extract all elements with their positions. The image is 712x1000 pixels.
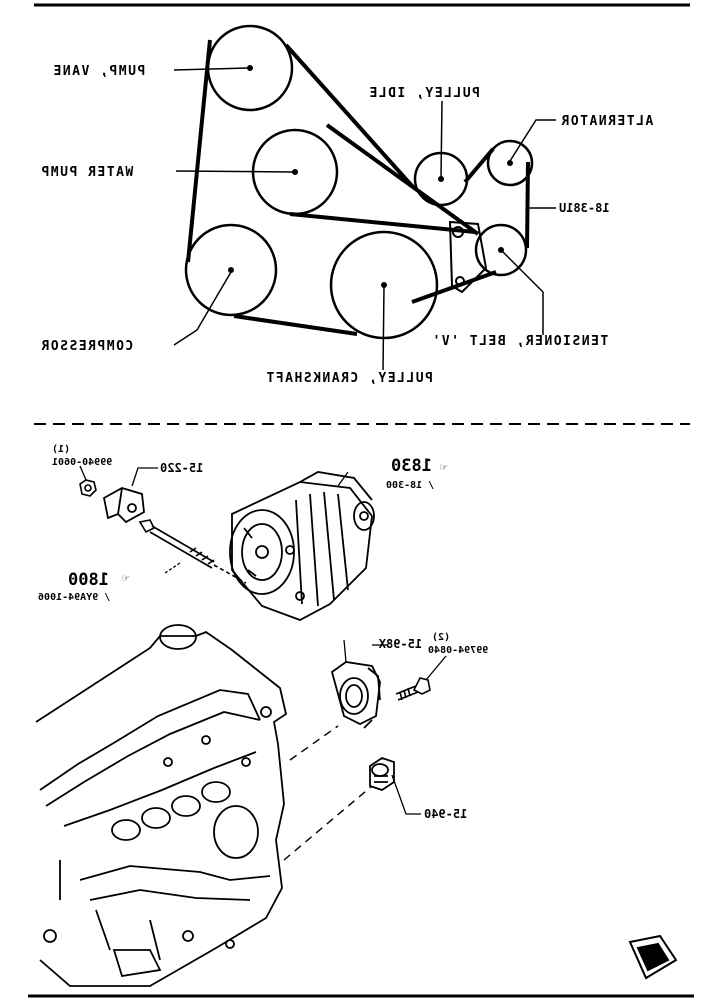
label-stud-ref: 1800 <box>68 570 109 590</box>
thermostat-housing-icon <box>330 661 381 729</box>
leader-lines <box>173 67 556 371</box>
front-direction-icon <box>628 934 678 980</box>
assembly-lines <box>283 725 373 861</box>
label-water-pump: WATER PUMP <box>40 165 133 180</box>
label-belt-part: 18-381U <box>559 201 610 215</box>
label-bracket-code: 15-220 <box>160 461 203 475</box>
label-stud-sub: / 9YA94-1006 <box>38 592 110 603</box>
alternator-pulley <box>486 139 534 187</box>
v-belt <box>186 39 530 336</box>
pump-vane-pulley <box>206 24 294 112</box>
label-alternator: ALTERNATOR <box>560 114 653 129</box>
tensioner-pivot-top <box>452 226 464 238</box>
label-pulley-idle: PULLEY, IDLE <box>368 86 480 101</box>
leader-lines-parts <box>79 465 447 815</box>
label-bolt-1-qty: (1) <box>52 444 70 455</box>
label-alt-ref: 1830 <box>391 456 432 476</box>
label-bolt-2-qty: (2) <box>432 632 450 643</box>
label-bolt-1-code: 99940-0601 <box>52 457 112 468</box>
tensioner-pulley <box>474 223 528 277</box>
belt-routing-diagram: PUMP, VANE WATER PUMP COMPRESSOR PULLEY,… <box>40 24 653 386</box>
label-pump-vane: PUMP, VANE <box>52 64 145 79</box>
tensioner-pivot-bottom <box>455 276 465 286</box>
alternator-icon <box>229 471 375 621</box>
stud-hand-icon: ☞ <box>122 571 130 585</box>
label-compressor: COMPRESSOR <box>40 339 133 354</box>
label-sensor-code: 15-940 <box>424 807 467 821</box>
exploded-parts-diagram: (1) 99940-0601 15-220 <box>35 444 678 987</box>
label-pulley-crankshaft: PULLEY, CRANKSHAFT <box>265 371 433 386</box>
alt-hand-icon: ☞ <box>440 460 448 474</box>
bracket-icon <box>102 487 145 524</box>
tensioner-bracket <box>448 220 488 294</box>
label-thermo-code: 15-98X <box>378 637 422 651</box>
label-alt-sub: / 18-300 <box>386 480 434 491</box>
sensor-icon <box>369 757 395 791</box>
label-tensioner: TENSIONER, BELT 'V' <box>431 334 608 349</box>
compressor-pulley <box>184 223 278 317</box>
label-bolt-2-code: 99794-0840 <box>428 645 488 656</box>
bolt-2-icon <box>395 677 431 701</box>
bolt-1-icon <box>79 479 97 497</box>
engine-block-icon <box>35 624 288 987</box>
pulley-centers <box>228 65 513 288</box>
